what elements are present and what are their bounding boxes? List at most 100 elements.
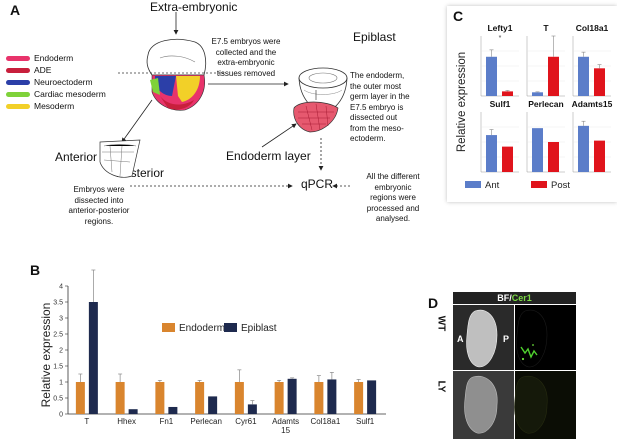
y-tick-label: 1.5 <box>53 364 63 371</box>
panel-d-letter: D <box>428 295 439 311</box>
wt-label: WT <box>435 315 447 332</box>
bar <box>155 382 165 414</box>
mini-chart-title: Lefty1 <box>487 23 512 33</box>
posterior-marker: P <box>503 334 510 344</box>
x-tick-label: 15 <box>281 426 290 435</box>
epiblast-label: Epiblast <box>353 30 396 44</box>
cer1-label: Cer1 <box>511 293 532 303</box>
bar <box>195 382 205 414</box>
legend-item: ADE <box>6 64 106 76</box>
panel-a-letter: A <box>10 2 21 18</box>
bar <box>594 140 605 172</box>
mini-chart-title: Perlecan <box>528 99 563 109</box>
description-line: regions were <box>370 193 416 202</box>
legend-swatch <box>6 55 30 61</box>
legend-label: Endoderm <box>34 53 74 63</box>
description-line: collected and the <box>215 47 277 57</box>
bar <box>88 302 98 414</box>
legend-item: Mesoderm <box>6 100 106 112</box>
anterior-label: Anterior <box>55 150 98 164</box>
bar <box>287 378 297 414</box>
legend-swatch <box>6 79 30 85</box>
y-tick-label: 3.5 <box>53 300 63 307</box>
panel-c-letter: C <box>453 8 464 24</box>
x-tick-label: Cyr61 <box>235 417 257 426</box>
y-tick-label: 2.5 <box>53 332 63 339</box>
bar <box>208 396 218 414</box>
e75-embryo-drawing <box>146 38 207 111</box>
y-tick-label: 1 <box>59 380 63 387</box>
x-tick-label: Fn1 <box>159 417 173 426</box>
x-tick-label: T <box>84 417 89 426</box>
x-tick-label: Sulf1 <box>356 417 375 426</box>
legend-item: Neuroectoderm <box>6 76 106 88</box>
description-line: dissected into <box>74 195 124 205</box>
bar <box>486 56 497 96</box>
x-tick-label: Col18a1 <box>310 417 340 426</box>
epiblast-cup-drawing <box>298 67 348 113</box>
x-tick-label: Perlecan <box>190 417 222 426</box>
description-line: analysed. <box>375 214 411 223</box>
y-axis-label: Relative expression <box>456 52 468 152</box>
bar <box>367 380 377 414</box>
legend-swatch <box>465 181 481 188</box>
legend-swatch <box>6 67 30 73</box>
dissected-embryo-drawing <box>99 139 141 178</box>
description-line: ectoderm. <box>350 134 386 143</box>
description-line: anterior-posterior <box>68 206 130 215</box>
mini-chart-title: T <box>543 23 549 33</box>
bar <box>578 56 589 96</box>
y-tick-label: 0.5 <box>53 396 63 403</box>
legend-swatch <box>224 323 237 332</box>
y-tick-label: 0 <box>59 412 63 419</box>
description-line: extra-embryonic <box>217 58 275 67</box>
legend-swatch <box>6 103 30 109</box>
x-tick-label: Adamts <box>272 417 299 426</box>
description-line: dissected out <box>350 113 398 122</box>
legend-label: Ant <box>485 180 500 191</box>
legend-label: Neuroectoderm <box>34 77 93 87</box>
description-line: E7.5 embryos were <box>211 37 281 46</box>
mini-chart-title: Adamts15 <box>572 99 613 109</box>
legend-label: Mesoderm <box>34 101 75 111</box>
bar <box>314 382 324 414</box>
bf-label: BF/ <box>497 293 512 303</box>
legend-item: Endoderm <box>6 52 106 64</box>
anterior-marker: A <box>457 334 464 344</box>
bar <box>502 91 513 96</box>
description-line: the outer most <box>350 81 402 91</box>
legend-label: ADE <box>34 65 52 75</box>
bar <box>532 92 543 96</box>
endoderm-layer-drawing <box>293 101 339 133</box>
legend-label: Epiblast <box>241 323 277 334</box>
micrograph-header: BF/Cer1 <box>453 292 576 304</box>
legend-label: Endoderm <box>179 323 225 334</box>
significance-marker: * <box>499 35 502 42</box>
legend-swatch <box>531 181 547 188</box>
legend-label: Post <box>551 180 570 191</box>
description-line: Embryos were <box>73 185 125 194</box>
y-axis-label: Relative expression <box>39 303 53 408</box>
bar <box>532 128 543 172</box>
description-line: embryonic <box>374 182 412 192</box>
panel-a-illustration <box>99 12 350 189</box>
panel-b-letter: B <box>30 262 41 278</box>
legend-label: Cardiac mesoderm <box>34 89 106 99</box>
description-line: All the different <box>366 172 420 181</box>
mini-chart-title: Sulf1 <box>490 99 511 109</box>
description-line: tissues removed <box>216 68 276 78</box>
bar <box>327 379 337 414</box>
qpcr-label: qPCR <box>301 177 334 191</box>
bar <box>115 382 125 414</box>
bar <box>594 68 605 96</box>
cer1-micrographs <box>453 305 576 439</box>
bar <box>548 56 559 96</box>
bar <box>274 382 284 414</box>
mini-chart-title: Col18a1 <box>576 23 609 33</box>
bar <box>578 125 589 172</box>
description-line: germ layer in the <box>350 92 410 101</box>
